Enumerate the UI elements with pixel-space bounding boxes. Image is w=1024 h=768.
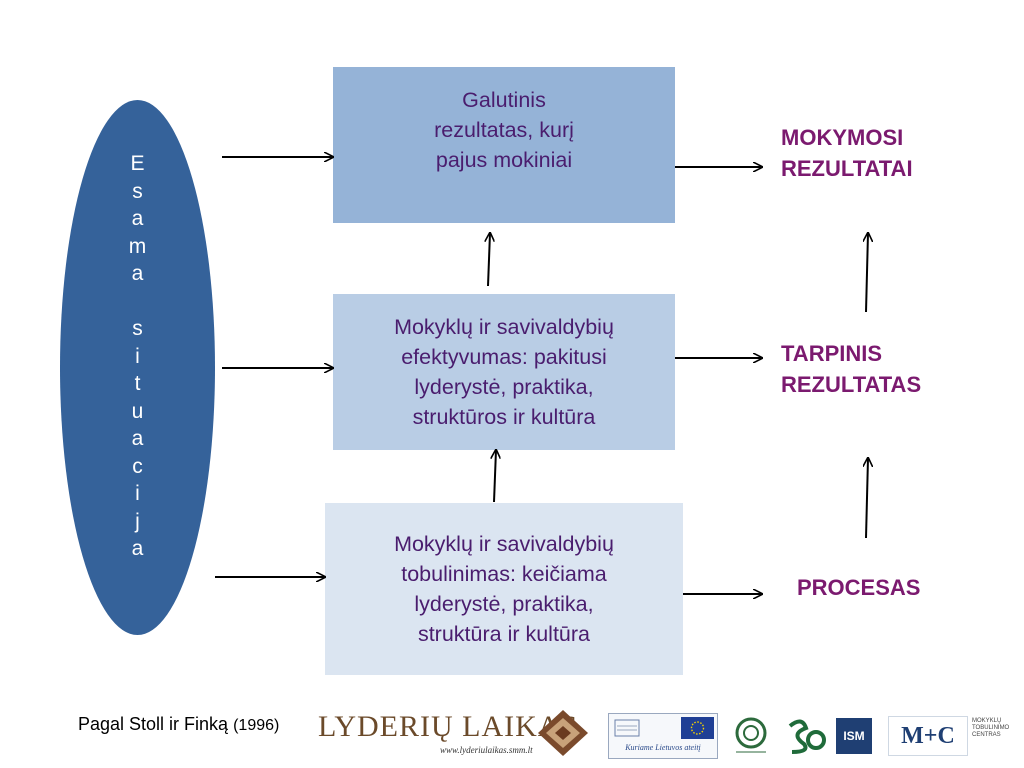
improvement-box: Mokyklų ir savivaldybių tobulinimas: kei… — [325, 503, 683, 675]
process-label: PROCESAS — [797, 575, 921, 600]
arrow-bottom-to-middle — [494, 450, 496, 503]
learning-results-label: MOKYMOSI REZULTATAI — [781, 125, 913, 181]
eu-funds-logo: Kuriame Lietuvos ateitį — [608, 713, 718, 759]
mtc-logo-subtitle: MOKYKLŲ TOBULINIMO CENTRAS — [972, 718, 1010, 738]
current-situation-oval — [60, 100, 215, 635]
effectiveness-box: Mokyklų ir savivaldybių efektyvumas: pak… — [333, 294, 675, 450]
lithuania-ministry-icon — [614, 719, 640, 737]
arrow-middle-to-top — [488, 233, 490, 287]
eu-flag-icon — [681, 717, 714, 739]
mtc-logo: M+C — [888, 716, 968, 756]
current-situation-text: E s a m a s i t u a c i j a — [128, 152, 147, 560]
source-citation: Pagal Stoll ir Finką (1996) — [78, 714, 279, 735]
ism-logo: ISM — [836, 718, 872, 754]
arrow-tarpinis-to-mokymosi — [866, 233, 868, 313]
eu-slogan: Kuriame Lietuvos ateitį — [625, 743, 701, 752]
education-center-logo-icon — [735, 717, 767, 753]
lyderiu-logo-title: LYDERIŲ LAIKAS — [318, 710, 579, 743]
intermediate-result-label: TARPINIS REZULTATAS — [781, 341, 922, 397]
diamond-icon — [538, 710, 588, 756]
source-year: (1996) — [233, 717, 280, 734]
final-result-box: Galutinis rezultatas, kurį pajus mokinia… — [333, 67, 675, 223]
lyderiu-laikas-logo: LYDERIŲ LAIKAS www.lyderiulaikas.smm.lt — [318, 708, 590, 758]
sa-logo-icon — [788, 719, 826, 754]
arrow-procesas-to-tarpinis — [866, 458, 868, 539]
source-main: Pagal Stoll ir Finką — [78, 714, 229, 734]
lyderiu-logo-url: www.lyderiulaikas.smm.lt — [440, 745, 533, 755]
